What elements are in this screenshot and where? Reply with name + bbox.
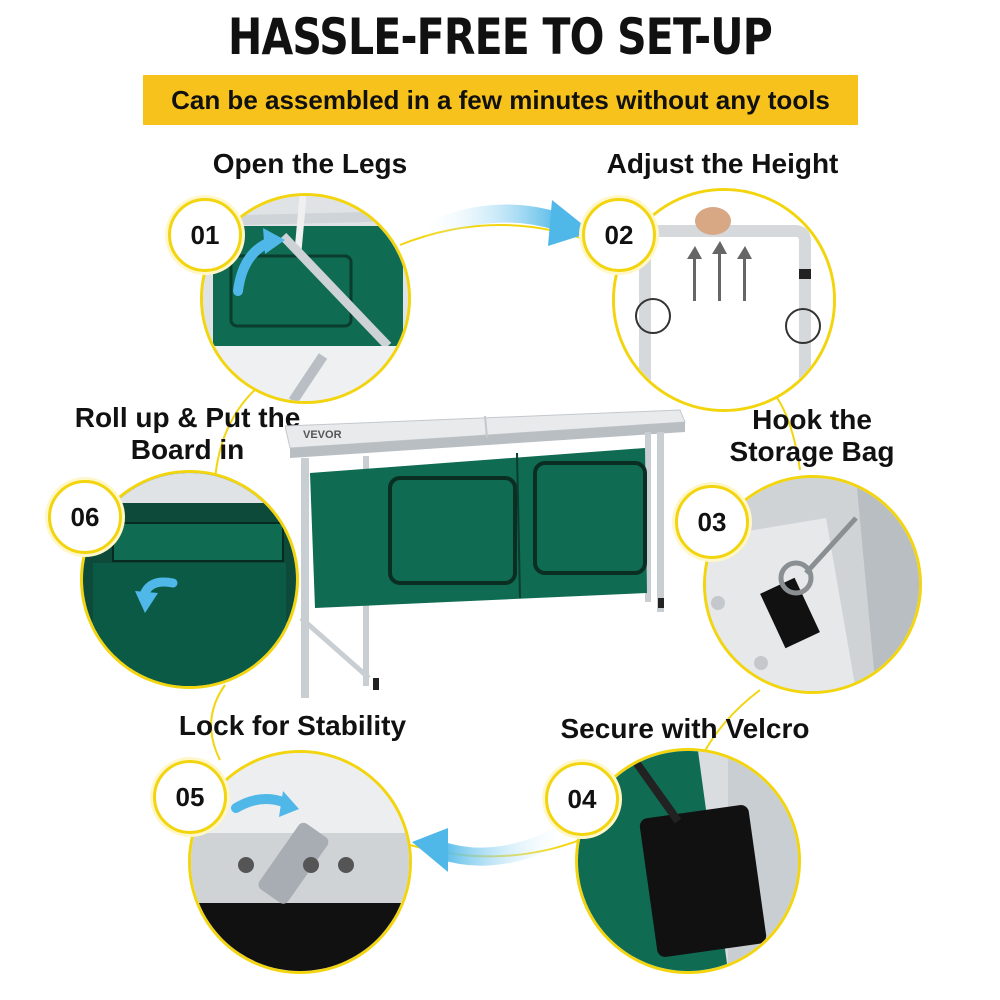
step-01-badge: 01: [168, 198, 242, 272]
step-01-photo: [200, 193, 411, 404]
step-03-badge: 03: [675, 485, 749, 559]
step-04-badge: 04: [545, 762, 619, 836]
camping-table-illustration: VEVOR: [284, 409, 686, 698]
step-06-label: Roll up & Put the Board in: [74, 402, 301, 465]
subtitle-banner: Can be assembled in a few minutes withou…: [143, 75, 858, 125]
arrow-up-icons: [687, 241, 752, 301]
step-03-label: Hook the Storage Bag: [729, 404, 895, 467]
step-02-badge: 02: [582, 198, 656, 272]
link-06-01: [214, 384, 261, 481]
flow-arrow-left: [412, 821, 579, 872]
link-05-06: [210, 684, 226, 761]
product-table-image: VEVOR: [284, 408, 705, 698]
step-01-label: Open the Legs: [212, 148, 408, 179]
headline: HASSLE-FREE TO SET-UP: [228, 8, 773, 66]
flow-arrow-right: [411, 200, 592, 246]
step-06-badge: 06: [48, 480, 122, 554]
subtitle-text: Can be assembled in a few minutes withou…: [171, 84, 830, 115]
step-02-label: Adjust the Height: [606, 148, 839, 179]
step-05-label: Lock for Stability: [178, 710, 407, 741]
step-05-badge: 05: [153, 760, 227, 834]
hand-shape: [695, 207, 731, 235]
step-05-photo: [188, 750, 412, 974]
step-04-label: Secure with Velcro: [560, 713, 810, 744]
brand-logo: VEVOR: [303, 429, 342, 441]
